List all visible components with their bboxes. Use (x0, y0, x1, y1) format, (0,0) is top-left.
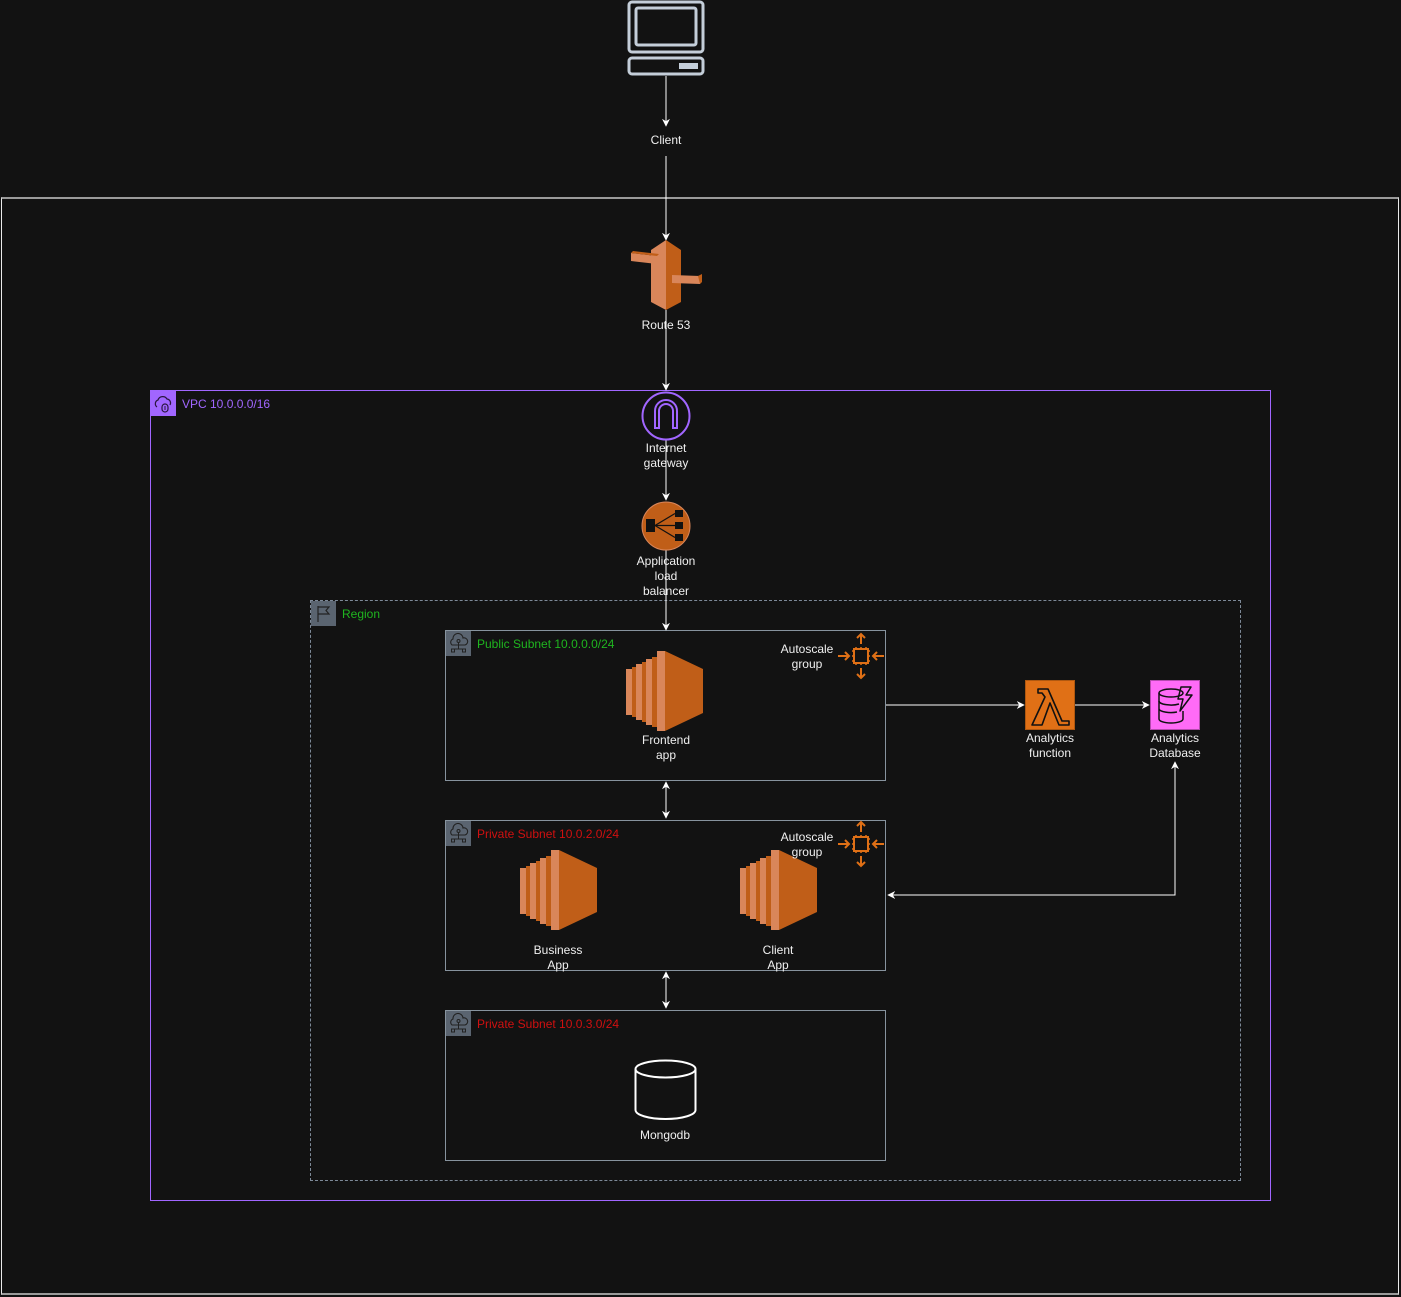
database-cylinder-icon[interactable] (634, 1059, 697, 1127)
flag-icon (311, 601, 336, 626)
internet-gateway-icon[interactable] (641, 391, 691, 446)
subnet-cloud-icon (446, 1011, 471, 1036)
private-subnet-db-title: Private Subnet 10.0.3.0/24 (477, 1017, 620, 1031)
autoscaling-group-icon[interactable] (837, 820, 885, 873)
load-balancer-label: Application load balancer (636, 554, 696, 598)
client-app-label: Client App (762, 943, 794, 972)
vpc-group[interactable]: VPC 10.0.0.0/16 (150, 390, 1271, 1201)
client-app-ec2-icon[interactable] (740, 850, 818, 935)
analytics-function-label: Analytics function (1025, 731, 1075, 760)
region-group[interactable]: Region (310, 600, 1241, 1181)
route53-icon[interactable] (630, 240, 702, 317)
autoscale-public-label: Autoscale group (780, 642, 834, 671)
desktop-computer-icon[interactable] (627, 0, 705, 81)
private-subnet-app-title: Private Subnet 10.0.2.0/24 (477, 827, 620, 841)
client-label: Client (616, 133, 716, 148)
autoscale-private-label: Autoscale group (780, 830, 834, 859)
business-app-ec2-icon[interactable] (520, 850, 598, 935)
frontend-app-ec2-icon[interactable] (626, 651, 704, 736)
frontend-app-label: Frontend app (641, 733, 691, 762)
route53-label: Route 53 (641, 318, 691, 332)
vpc-title: VPC 10.0.0.0/16 (182, 397, 271, 411)
load-balancer-icon[interactable] (641, 501, 691, 556)
vpc-cloud-icon (151, 391, 176, 416)
edge-dynamo-to-private-app[interactable] (887, 761, 1179, 899)
internet-gateway-label: Internet gateway (643, 441, 689, 470)
subnet-cloud-icon (446, 631, 471, 656)
analytics-database-label: Analytics Database (1149, 731, 1201, 760)
dynamodb-icon[interactable] (1150, 680, 1200, 730)
region-title: Region (342, 607, 381, 621)
public-subnet-title: Public Subnet 10.0.0.0/24 (477, 637, 615, 651)
lambda-icon[interactable] (1025, 680, 1075, 730)
autoscaling-group-icon[interactable] (837, 632, 885, 685)
business-app-label: Business App (533, 943, 583, 972)
private-subnet-db[interactable]: Private Subnet 10.0.3.0/24 (445, 1010, 886, 1161)
private-subnet-app[interactable]: Private Subnet 10.0.2.0/24 (445, 820, 886, 971)
mongodb-label: Mongodb (639, 1128, 691, 1142)
subnet-cloud-icon (446, 821, 471, 846)
aws-cloud-container (1, 197, 1399, 1295)
